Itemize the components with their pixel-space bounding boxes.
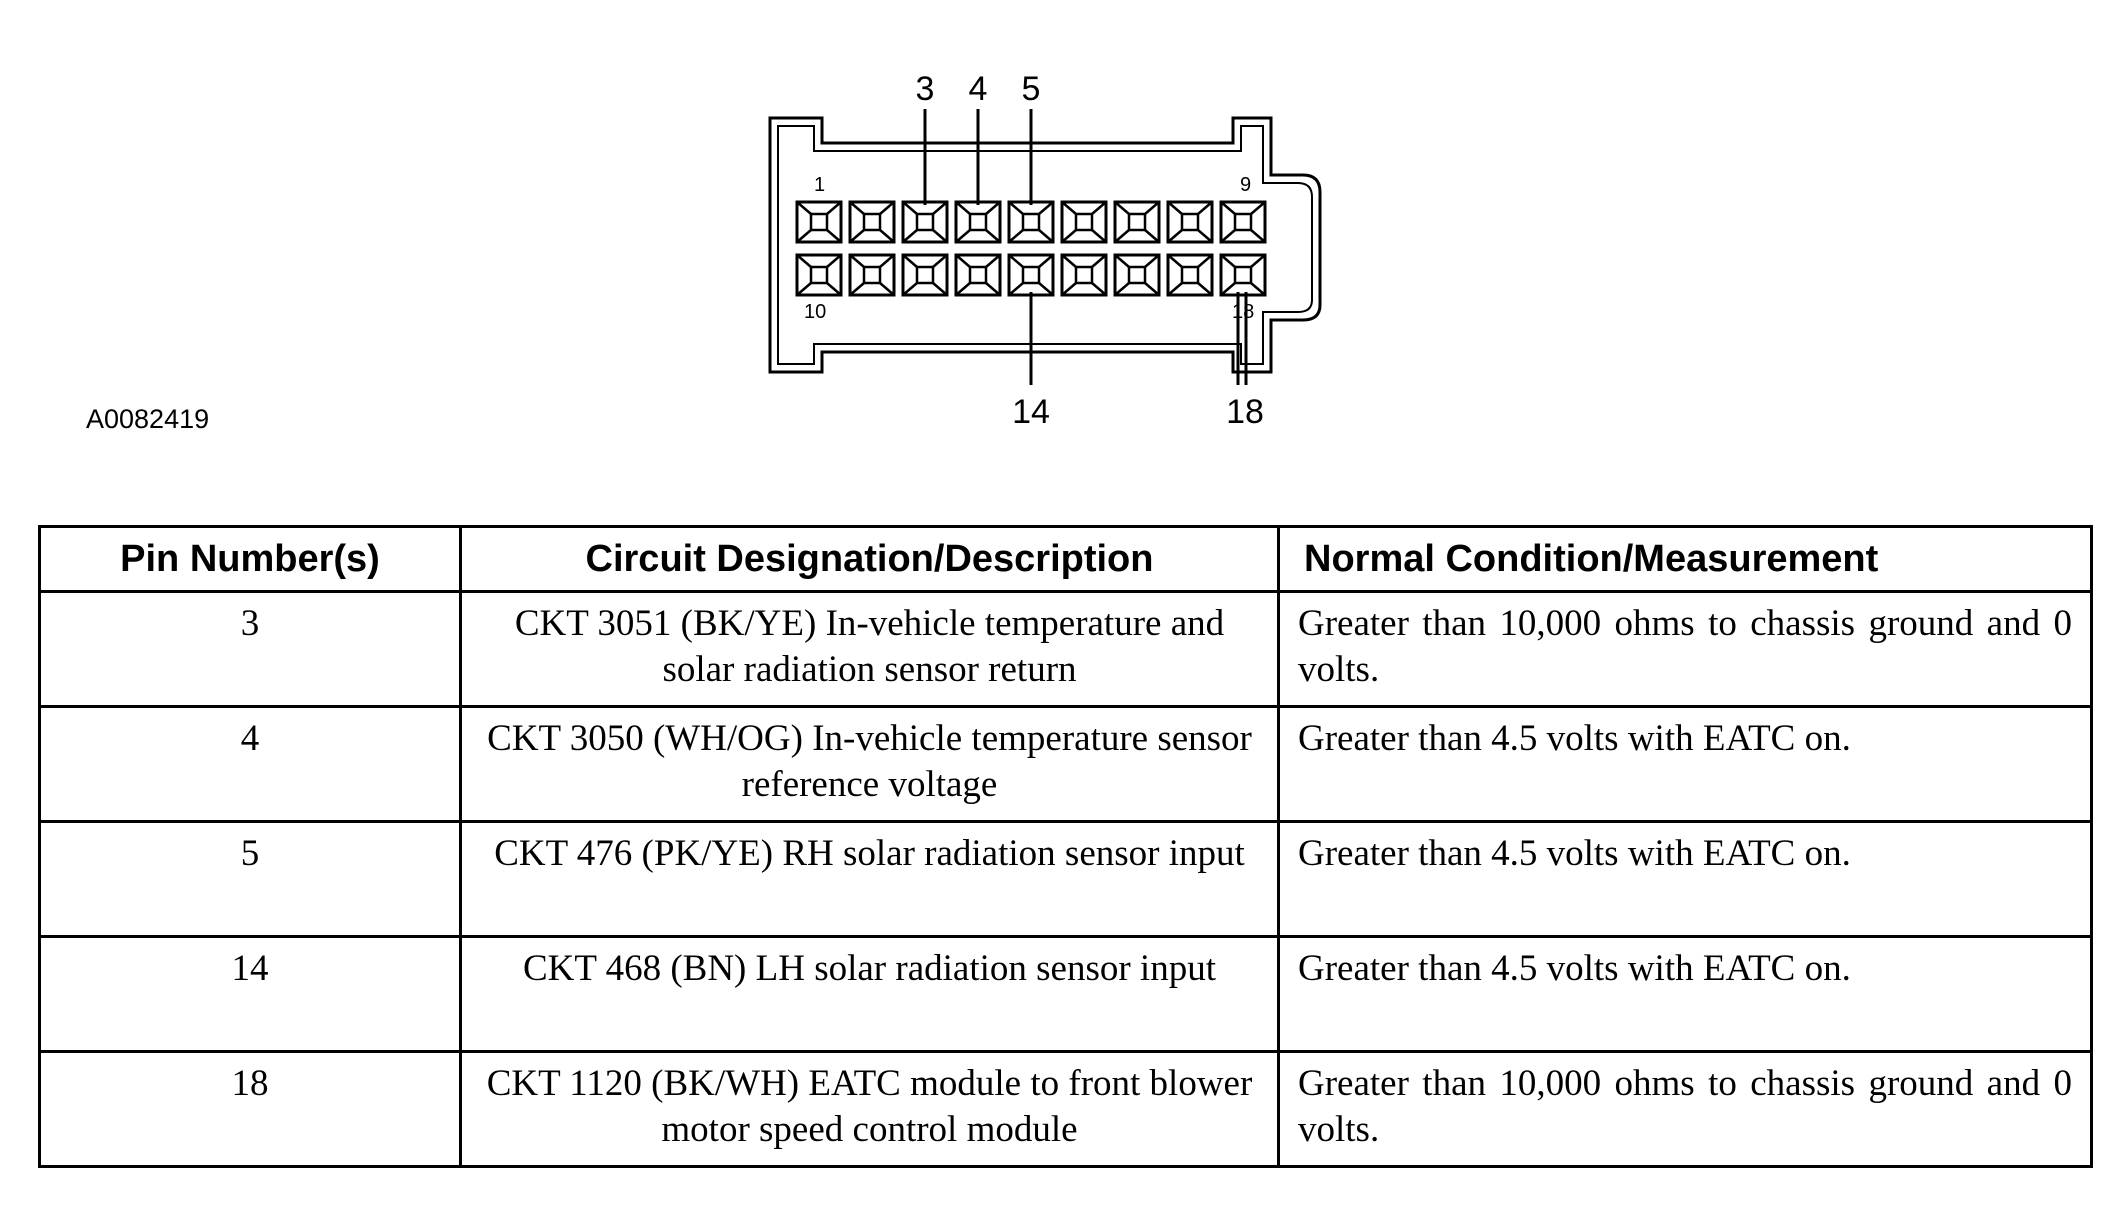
- header-normal-condition: Normal Condition/Measurement: [1277, 525, 2093, 593]
- pin-table: Pin Number(s) Circuit Designation/Descri…: [38, 525, 2093, 1168]
- pin-cavity-10: [795, 253, 843, 297]
- pin-cavity-2: [848, 200, 896, 244]
- table-row: 5 CKT 476 (PK/YE) RH solar radiation sen…: [38, 820, 2093, 938]
- pin-number-cell: 4: [38, 705, 462, 823]
- pin-cavity-9: [1219, 200, 1267, 244]
- callout-leaders: [923, 109, 1248, 385]
- callout-4: 4: [969, 70, 988, 108]
- measurement-cell: Greater than 4.5 volts with EATC on.: [1277, 705, 2093, 823]
- measurement-cell: Greater than 4.5 volts with EATC on.: [1277, 935, 2093, 1053]
- pin-cavity-14: [1007, 253, 1055, 297]
- callout-5: 5: [1022, 70, 1041, 108]
- circuit-description-cell: CKT 3051 (BK/YE) In-vehicle temperature …: [459, 590, 1280, 708]
- pin-cavity-18: [1219, 253, 1267, 297]
- measurement-cell: Greater than 4.5 volts with EATC on.: [1277, 820, 2093, 938]
- table-row: 4 CKT 3050 (WH/OG) In-vehicle temperatur…: [38, 705, 2093, 823]
- pin-number-cell: 3: [38, 590, 462, 708]
- callout-18: 18: [1226, 393, 1264, 431]
- circuit-description-cell: CKT 468 (BN) LH solar radiation sensor i…: [459, 935, 1280, 1053]
- pin-label-1: 1: [814, 174, 825, 196]
- figure-id-label: A0082419: [86, 404, 209, 434]
- pin-label-18: 18: [1232, 301, 1254, 323]
- pin-cavity-17: [1166, 253, 1214, 297]
- circuit-description-cell: CKT 3050 (WH/OG) In-vehicle temperature …: [459, 705, 1280, 823]
- table-header-row: Pin Number(s) Circuit Designation/Descri…: [38, 525, 2093, 593]
- pin-label-9: 9: [1240, 174, 1251, 196]
- pin-cavity-4: [954, 200, 1002, 244]
- pin-number-cell: 18: [38, 1050, 462, 1168]
- pin-cavity-6: [1060, 200, 1108, 244]
- table-row: 14 CKT 468 (BN) LH solar radiation senso…: [38, 935, 2093, 1053]
- measurement-cell: Greater than 10,000 ohms to chassis grou…: [1277, 590, 2093, 708]
- measurement-cell: Greater than 10,000 ohms to chassis grou…: [1277, 1050, 2093, 1168]
- pin-cavity-3: [901, 200, 949, 244]
- table-row: 18 CKT 1120 (BK/WH) EATC module to front…: [38, 1050, 2093, 1168]
- pin-cavity-5: [1007, 200, 1055, 244]
- pin-cavity-8: [1166, 200, 1214, 244]
- pin-number-cell: 5: [38, 820, 462, 938]
- callout-3: 3: [916, 70, 935, 108]
- pin-cavity-7: [1113, 200, 1161, 244]
- header-circuit-description: Circuit Designation/Description: [459, 525, 1280, 593]
- pin-number-cell: 14: [38, 935, 462, 1053]
- pin-cavity-16: [1113, 253, 1161, 297]
- circuit-description-cell: CKT 1120 (BK/WH) EATC module to front bl…: [459, 1050, 1280, 1168]
- pin-cavity-12: [901, 253, 949, 297]
- table-row: 3 CKT 3051 (BK/YE) In-vehicle temperatur…: [38, 590, 2093, 708]
- header-pin-numbers: Pin Number(s): [38, 525, 462, 593]
- connector-housing: [768, 116, 1322, 374]
- pin-cavity-13: [954, 253, 1002, 297]
- callout-14: 14: [1012, 393, 1050, 431]
- pin-cavity-11: [848, 253, 896, 297]
- pin-label-10: 10: [804, 301, 826, 323]
- circuit-description-cell: CKT 476 (PK/YE) RH solar radiation senso…: [459, 820, 1280, 938]
- pin-cavity-15: [1060, 253, 1108, 297]
- pin-cavities: [795, 200, 1267, 297]
- pin-cavity-1: [795, 200, 843, 244]
